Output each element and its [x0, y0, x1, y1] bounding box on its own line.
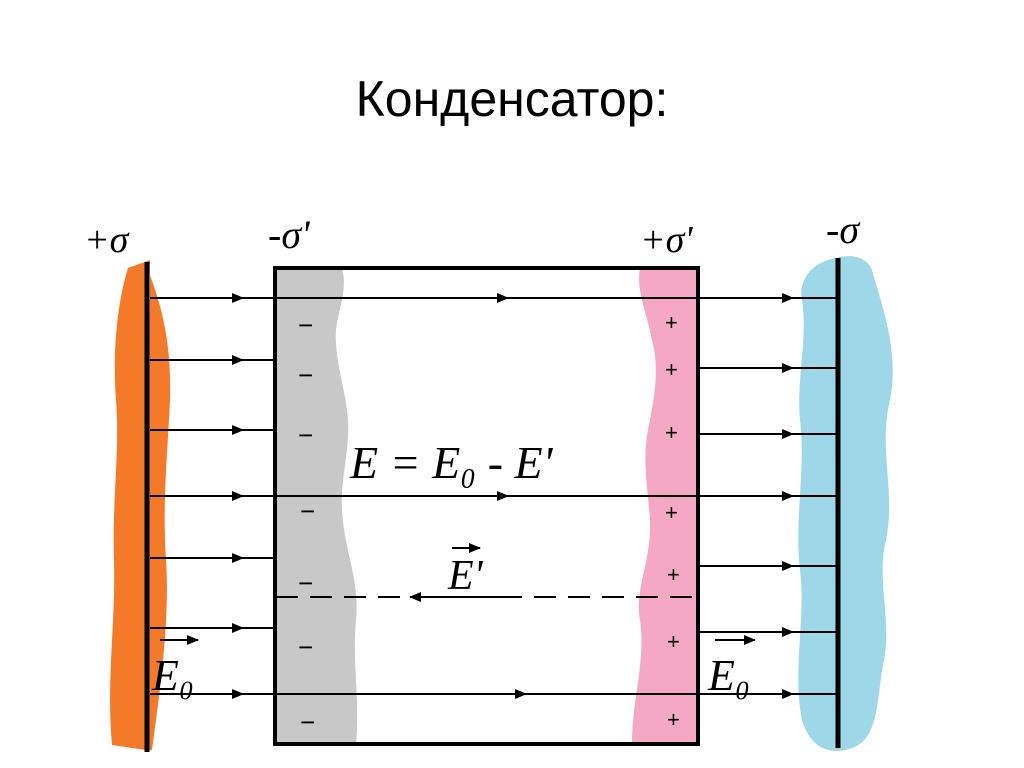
induced-field-label: E': [447, 553, 484, 599]
negative-sign: −: [300, 496, 315, 526]
positive-sign: +: [667, 707, 680, 732]
positive-sign: +: [665, 310, 678, 335]
positive-sign: +: [665, 357, 678, 382]
dielectric-slab: [273, 266, 700, 746]
right-plate-charge-label: -σ: [826, 207, 860, 252]
external-field-right-vector-label: E₀: [707, 635, 756, 700]
dielectric-right-charge-label: +σ': [640, 219, 693, 261]
positive-sign: +: [665, 500, 678, 525]
negative-sign: −: [298, 632, 313, 662]
slide-title: Конденсатор:: [355, 71, 669, 127]
positive-sign: +: [665, 420, 678, 445]
induced-field-vector-label: E': [447, 543, 484, 599]
left-plate-charge-label: +σ: [84, 219, 130, 261]
dielectric-negative-layer: [275, 268, 358, 744]
dielectric-left-charge-label: -σ': [268, 212, 311, 257]
negative-sign: −: [300, 707, 315, 737]
right-plate-charge-layer: [798, 256, 893, 751]
field-lines: [150, 293, 836, 699]
negative-sign: −: [298, 360, 313, 390]
external-field-left-vector-label: E₀: [151, 635, 199, 700]
external-field-right-label: E₀: [707, 651, 750, 700]
field-equation: E = E₀ - E': [349, 437, 554, 488]
negative-sign: −: [298, 310, 313, 340]
positive-sign: +: [667, 629, 680, 654]
dielectric-positive-layer: [632, 268, 698, 744]
negative-sign: −: [298, 568, 313, 598]
negative-sign: −: [298, 420, 313, 450]
negative-charge-signs: − − − − − − −: [298, 310, 315, 737]
positive-sign: +: [667, 562, 680, 587]
external-field-left-label: E₀: [151, 651, 194, 700]
positive-charge-signs: + + + + + + +: [665, 310, 680, 732]
